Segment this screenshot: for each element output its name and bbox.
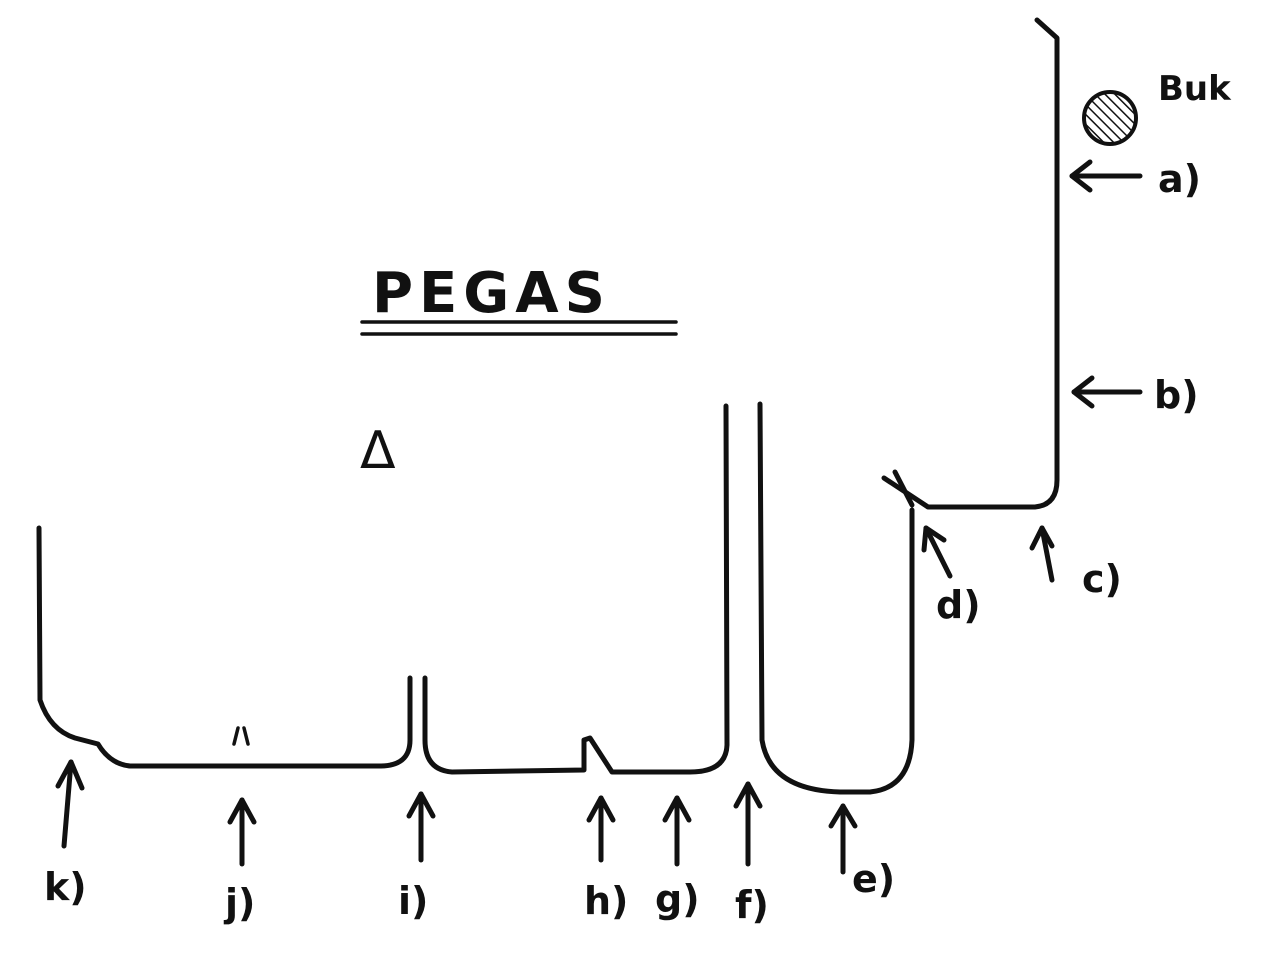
label-b: b)	[1154, 373, 1199, 417]
middle-piece-outline	[757, 401, 915, 795]
legend-label: Buk	[1158, 69, 1232, 109]
arrow-h	[586, 795, 616, 863]
label-a: a)	[1158, 157, 1201, 201]
label-c: c)	[1082, 557, 1122, 601]
right-piece-outline	[881, 17, 1060, 510]
beech-legend-icon	[1082, 90, 1138, 146]
label-i: i)	[398, 879, 428, 923]
label-h: h)	[584, 879, 628, 923]
label-g: g)	[655, 877, 700, 921]
arrow-g	[662, 795, 692, 867]
left-piece-outline	[36, 525, 413, 769]
label-d: d)	[936, 583, 981, 627]
label-j: j)	[223, 881, 255, 925]
arrow-c	[1029, 525, 1055, 583]
arrow-e	[828, 803, 858, 875]
left-middle-piece-outline	[422, 403, 730, 775]
label-f: f)	[735, 883, 769, 927]
arrow-d	[921, 525, 953, 579]
label-e: e)	[852, 857, 895, 901]
small-mark	[232, 726, 250, 746]
label-k: k)	[44, 865, 87, 909]
right-piece-tick	[892, 469, 915, 508]
arrow-i	[406, 791, 436, 863]
diagram-title: PEGAS	[372, 261, 611, 326]
arrow-a	[1069, 159, 1143, 193]
arrow-f	[733, 781, 763, 867]
arrow-b	[1071, 375, 1143, 409]
delta-symbol: Δ	[360, 421, 396, 481]
arrow-k	[55, 759, 85, 849]
arrow-j	[227, 797, 257, 867]
